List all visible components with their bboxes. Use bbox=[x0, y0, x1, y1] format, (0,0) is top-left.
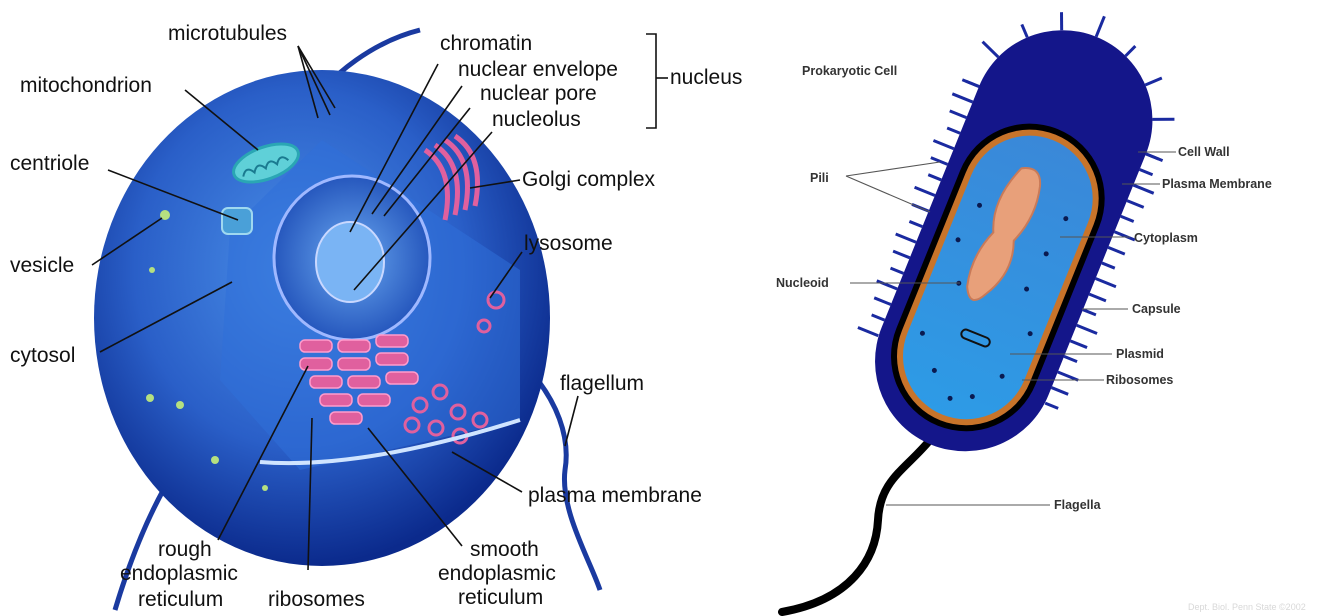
pilus-spike bbox=[928, 175, 941, 180]
credit-watermark: Dept. Biol. Penn State ©2002 bbox=[1188, 602, 1306, 612]
label-flagella: Flagella bbox=[1054, 498, 1102, 512]
label-nuclear-pore: nuclear pore bbox=[480, 82, 597, 105]
label-rough-er-3: reticulum bbox=[138, 588, 223, 611]
pilus-spike bbox=[950, 111, 967, 118]
pilus-spike bbox=[1070, 341, 1087, 348]
pilus-spike bbox=[1064, 356, 1077, 361]
label-smooth-er-2: endoplasmic bbox=[438, 562, 556, 585]
pilus-spike bbox=[872, 315, 885, 320]
label-pili: Pili bbox=[810, 171, 829, 185]
pilus-spike bbox=[858, 327, 878, 335]
label-golgi-complex: Golgi complex bbox=[522, 168, 656, 191]
label-cell-wall: Cell Wall bbox=[1178, 145, 1230, 159]
label-smooth-er-3: reticulum bbox=[458, 586, 543, 609]
pilus-spike bbox=[1114, 232, 1134, 240]
pilus-spike bbox=[1126, 46, 1136, 56]
pilus-spike bbox=[874, 298, 891, 305]
pilus-spike bbox=[1102, 263, 1115, 268]
label-cytoplasm: Cytoplasm bbox=[1134, 231, 1198, 245]
nucleolus-shape bbox=[316, 222, 384, 302]
label-vesicle: vesicle bbox=[10, 254, 74, 277]
pilus-spike bbox=[1083, 310, 1096, 315]
label-nucleoid: Nucleoid bbox=[776, 276, 829, 290]
pilus-spike bbox=[1051, 388, 1068, 395]
pilus-spike bbox=[947, 128, 960, 133]
label-plasmid: Plasmid bbox=[1116, 347, 1164, 361]
label-flagellum: flagellum bbox=[560, 372, 644, 395]
pilus-spike bbox=[1045, 403, 1058, 408]
prokaryotic-cell bbox=[782, 3, 1180, 612]
label-cytosol: cytosol bbox=[10, 344, 75, 367]
pilus-spike bbox=[1022, 24, 1027, 37]
pilus-spike bbox=[896, 234, 916, 242]
pilus-spike bbox=[1127, 201, 1144, 208]
pilus-spike bbox=[1077, 325, 1097, 333]
label-plasma-membrane-p: Plasma Membrane bbox=[1162, 177, 1272, 191]
pilus-spike bbox=[933, 141, 953, 149]
pilus-spike bbox=[1096, 16, 1104, 36]
pilus-spike bbox=[893, 251, 910, 258]
label-capsule: Capsule bbox=[1132, 302, 1181, 316]
pilus-spike bbox=[1140, 169, 1153, 174]
pilus-spike bbox=[1089, 294, 1106, 301]
label-nucleus: nucleus bbox=[670, 66, 742, 89]
pilus-spike bbox=[1058, 372, 1078, 380]
label-nuclear-envelope: nuclear envelope bbox=[458, 58, 618, 81]
pilus-spike bbox=[952, 94, 972, 102]
prok-flagella-shape bbox=[782, 440, 930, 612]
label-centriole: centriole bbox=[10, 152, 89, 175]
label-chromatin: chromatin bbox=[440, 32, 532, 55]
pilus-spike bbox=[1108, 247, 1125, 254]
pilus-spike bbox=[1145, 78, 1162, 85]
label-ribosomes-p: Ribosomes bbox=[1106, 373, 1173, 387]
pilus-spike bbox=[915, 187, 935, 195]
label-plasma-membrane: plasma membrane bbox=[528, 484, 702, 507]
prok-title: Prokaryotic Cell bbox=[802, 64, 897, 78]
pilus-spike bbox=[1146, 154, 1159, 159]
label-lysosome: lysosome bbox=[524, 232, 613, 255]
label-microtubules: microtubules bbox=[168, 22, 287, 45]
pilus-spike bbox=[890, 268, 903, 273]
pilus-spike bbox=[1096, 279, 1116, 287]
label-smooth-er-1: smooth bbox=[470, 538, 539, 561]
pilus-spike bbox=[877, 281, 897, 289]
pilus-spike bbox=[909, 221, 922, 226]
pilus-spike bbox=[962, 80, 979, 87]
centriole-shape bbox=[222, 208, 252, 234]
pilus-spike bbox=[983, 42, 999, 57]
label-rough-er-2: endoplasmic bbox=[120, 562, 238, 585]
pilus-spike bbox=[1121, 216, 1134, 221]
pilus-spike bbox=[1133, 185, 1153, 193]
label-nucleolus: nucleolus bbox=[492, 108, 581, 131]
label-rough-er-1: rough bbox=[158, 538, 212, 561]
label-mitochondrion: mitochondrion bbox=[20, 74, 152, 97]
label-ribosomes: ribosomes bbox=[268, 588, 365, 611]
